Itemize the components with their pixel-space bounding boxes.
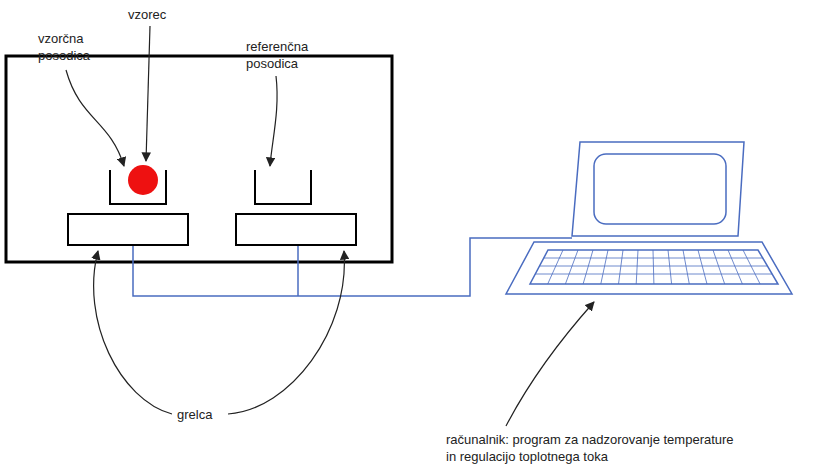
reference-pan xyxy=(255,170,311,204)
instrument-housing xyxy=(6,56,392,262)
keyboard-grid xyxy=(535,250,772,284)
laptop-keys xyxy=(530,250,778,284)
sample xyxy=(128,165,158,195)
laptop xyxy=(506,142,792,294)
signal-wire xyxy=(133,238,572,296)
key-column xyxy=(713,250,725,284)
key-column xyxy=(548,250,563,284)
leader-arrow xyxy=(506,302,594,426)
leader-arrow xyxy=(146,26,150,161)
heater-label: grelca xyxy=(177,406,237,423)
key-column xyxy=(601,250,608,284)
leader-arrow xyxy=(94,251,172,414)
key-column xyxy=(653,250,655,284)
leader-arrow xyxy=(270,76,277,166)
laptop-display xyxy=(594,154,726,224)
key-column xyxy=(698,250,707,284)
key-column xyxy=(683,250,689,284)
label-text: vzorčna posodica xyxy=(38,30,108,64)
key-column xyxy=(565,250,578,284)
key-column xyxy=(743,250,760,284)
sample-label: vzorec xyxy=(128,6,198,23)
leader-arrow xyxy=(66,70,124,166)
label-text: grelca xyxy=(177,406,237,423)
key-column xyxy=(583,250,593,284)
key-column xyxy=(636,250,638,284)
label-text: referenčna posodica xyxy=(246,38,326,72)
sample-pan-label: vzorčna posodica xyxy=(38,30,108,64)
label-text: vzorec xyxy=(128,6,198,23)
heater xyxy=(236,214,356,245)
key-column xyxy=(668,250,672,284)
label-text: računalnik: program za nadzorovanje temp… xyxy=(446,431,746,465)
signal-wire xyxy=(297,246,299,296)
heater xyxy=(68,214,188,245)
key-column xyxy=(619,250,624,284)
key-column xyxy=(728,250,742,284)
reference-pan-label: referenčna posodica xyxy=(246,38,326,72)
laptop-screen xyxy=(572,142,744,236)
leader-arrow xyxy=(228,251,344,414)
computer-label: računalnik: program za nadzorovanje temp… xyxy=(446,431,746,465)
laptop-keyboard xyxy=(506,242,792,294)
